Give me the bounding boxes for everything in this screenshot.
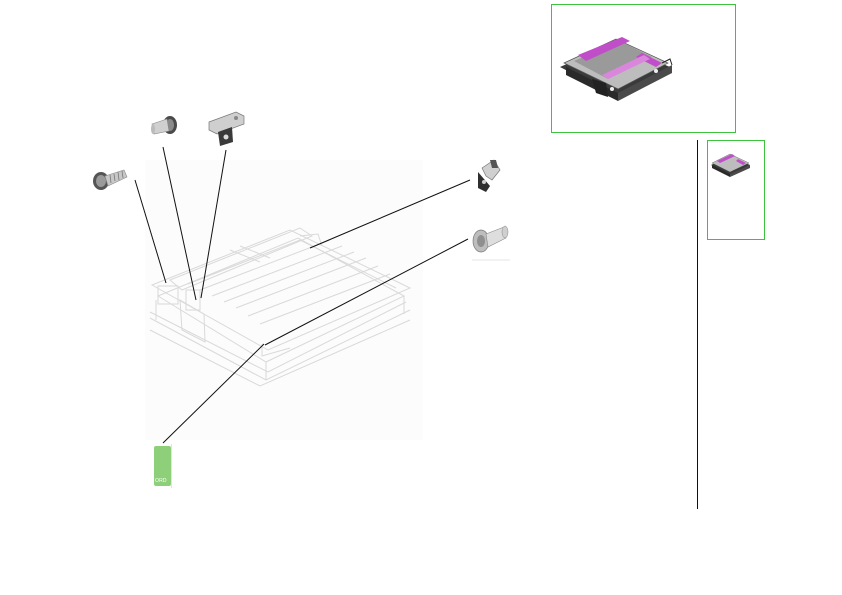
thumbnail-panel[interactable] bbox=[707, 140, 765, 240]
overview-panel bbox=[551, 4, 736, 133]
sidebar-divider bbox=[697, 140, 698, 509]
shoulder-pin-icon bbox=[151, 116, 177, 135]
transfer-unit-frame bbox=[145, 160, 423, 440]
roller-bushing-icon bbox=[472, 225, 510, 261]
leader-left-bracket bbox=[200, 149, 227, 299]
leader-part-tag bbox=[162, 343, 265, 444]
flange-screw-icon bbox=[93, 169, 128, 190]
part-tag-label: ORD bbox=[155, 478, 167, 484]
leader-shoulder-pin bbox=[162, 146, 197, 301]
leader-lines bbox=[134, 146, 471, 444]
left-bracket-icon bbox=[208, 111, 245, 146]
part-tag: ORD bbox=[154, 446, 171, 486]
thumbnail-assembly-image bbox=[711, 153, 750, 177]
leader-right-bracket bbox=[309, 179, 471, 249]
overview-assembly-image bbox=[560, 37, 673, 101]
leader-flange-screw bbox=[134, 179, 167, 284]
right-bracket-icon bbox=[478, 159, 501, 192]
leader-roller-bushing bbox=[264, 238, 469, 346]
tag-separator bbox=[171, 444, 184, 488]
